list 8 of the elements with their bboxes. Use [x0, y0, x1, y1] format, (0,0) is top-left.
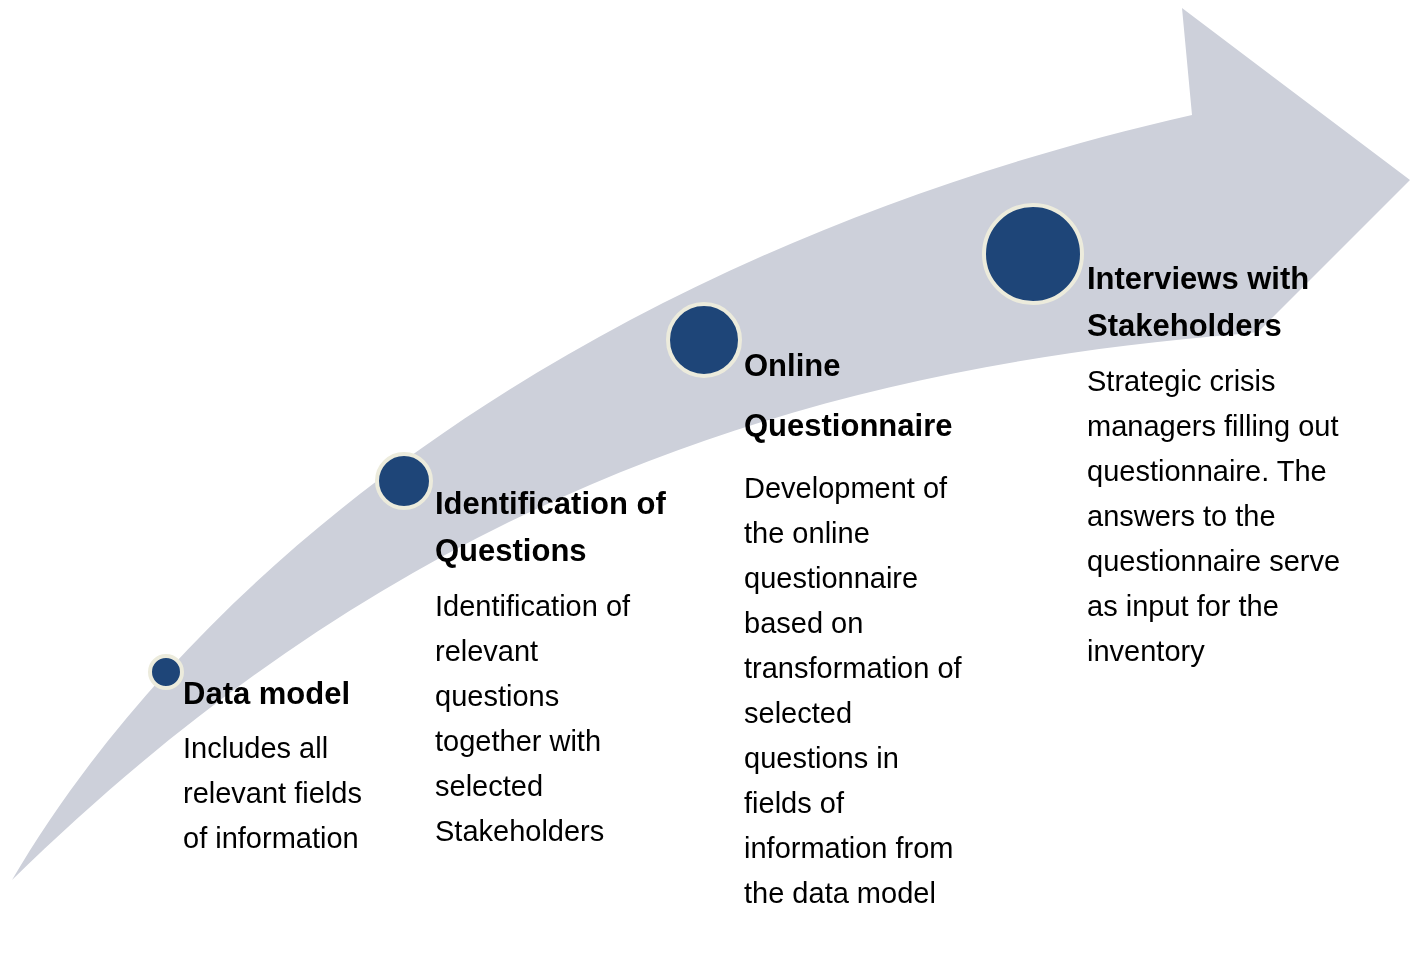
stage-heading: Online Questionnaire — [744, 347, 954, 445]
stage-description: Development of the online questionnaire based on transformation of selected questions in fields of information from the data model — [744, 471, 963, 911]
stage-heading: Identification of Questions — [435, 485, 667, 570]
stage-description: Strategic crisis managers filling out questionnaire. The answers to the questionnaire serve as input for the inventory — [1087, 364, 1342, 669]
stage-heading: Interviews with Stakeholders — [1087, 260, 1311, 345]
stage-heading: Data model — [183, 675, 352, 713]
stage-description: Identification of relevant questions together with selected Stakeholders — [435, 589, 632, 849]
stage-description: Includes all relevant fields of information — [183, 731, 363, 856]
